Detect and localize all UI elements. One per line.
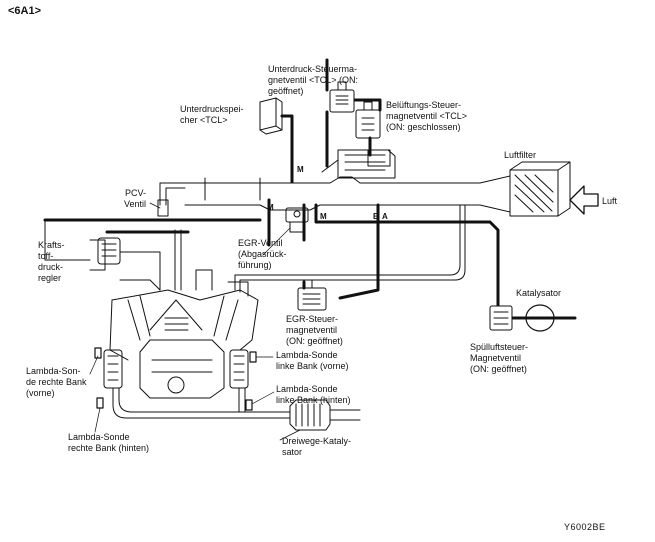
tag-m-2: M xyxy=(267,203,274,212)
label-unterdruckspeicher: Unterdruckspei- cher <TCL> xyxy=(180,104,244,125)
label-pcv-ventil: PCV- Ventil xyxy=(124,188,147,209)
tag-a: A xyxy=(382,212,388,221)
intake-duct xyxy=(184,175,511,213)
canister xyxy=(525,304,555,332)
engine xyxy=(109,269,259,399)
label-lambda-rechts-hinten: Lambda-Sonde rechte Bank (hinten) xyxy=(68,432,150,453)
vacuum-control-solenoid xyxy=(329,81,355,113)
exhaust-pipes xyxy=(112,387,361,421)
label-lambda-links-hinten: Lambda-Sonde linke Bank (hinten) xyxy=(276,384,351,405)
vacuum-tank xyxy=(259,97,283,135)
three-way-catalyst xyxy=(289,399,331,431)
label-spuelluftsteuer-magnetventil: Spülluftsteuer- Magnetventil (ON: geöffn… xyxy=(470,342,529,374)
label-luftfilter: Luftfilter xyxy=(504,150,537,160)
egr-valve xyxy=(285,207,309,233)
exhaust-manifolds xyxy=(103,349,249,389)
purge-control-solenoid xyxy=(489,305,513,331)
leader-lines xyxy=(89,202,301,441)
tag-e: E xyxy=(373,212,379,221)
tag-m-1: M xyxy=(297,165,304,174)
label-kraftstoffdruckregler: Krafts- toff- druck- regler xyxy=(38,240,65,283)
figure-id: Y6002BE xyxy=(564,522,606,532)
label-lambda-rechts-vorne: Lambda-Son- de rechte Bank (vorne) xyxy=(26,366,87,398)
label-belueftungs-steuermagnetventil: Belüftungs-Steuer- magnetventil <TCL> (O… xyxy=(386,100,468,132)
label-egr-steuermagnetventil: EGR-Steuer- magnetventil (ON: geöffnet) xyxy=(286,314,343,346)
label-unterdruck-steuermagnetventil: Unterdruck-Steuerma- gnetventil <TCL> (O… xyxy=(268,64,359,96)
tag-m-3: M xyxy=(320,212,327,221)
vent-control-solenoid xyxy=(355,101,381,139)
label-luft: Luft xyxy=(602,196,618,206)
label-lambda-links-vorne: Lambda-Sonde linke Bank (vorne) xyxy=(276,350,349,371)
label-dreiwege-katalysator: Dreiwege-Kataly- sator xyxy=(282,436,352,457)
air-inlet-arrow xyxy=(569,185,599,215)
fuel-pressure-regulator xyxy=(97,237,121,265)
air-filter xyxy=(509,161,571,217)
throttle-body xyxy=(321,149,396,179)
return-hose xyxy=(234,204,461,291)
label-egr-ventil: EGR-Ventil (Abgasrück- führung) xyxy=(238,238,287,270)
left-piping xyxy=(44,182,186,291)
pcv-valve xyxy=(157,199,169,217)
label-katalysator: Katalysator xyxy=(516,288,562,298)
diagram-code: <6A1> xyxy=(8,5,42,17)
egr-control-solenoid xyxy=(297,279,327,311)
